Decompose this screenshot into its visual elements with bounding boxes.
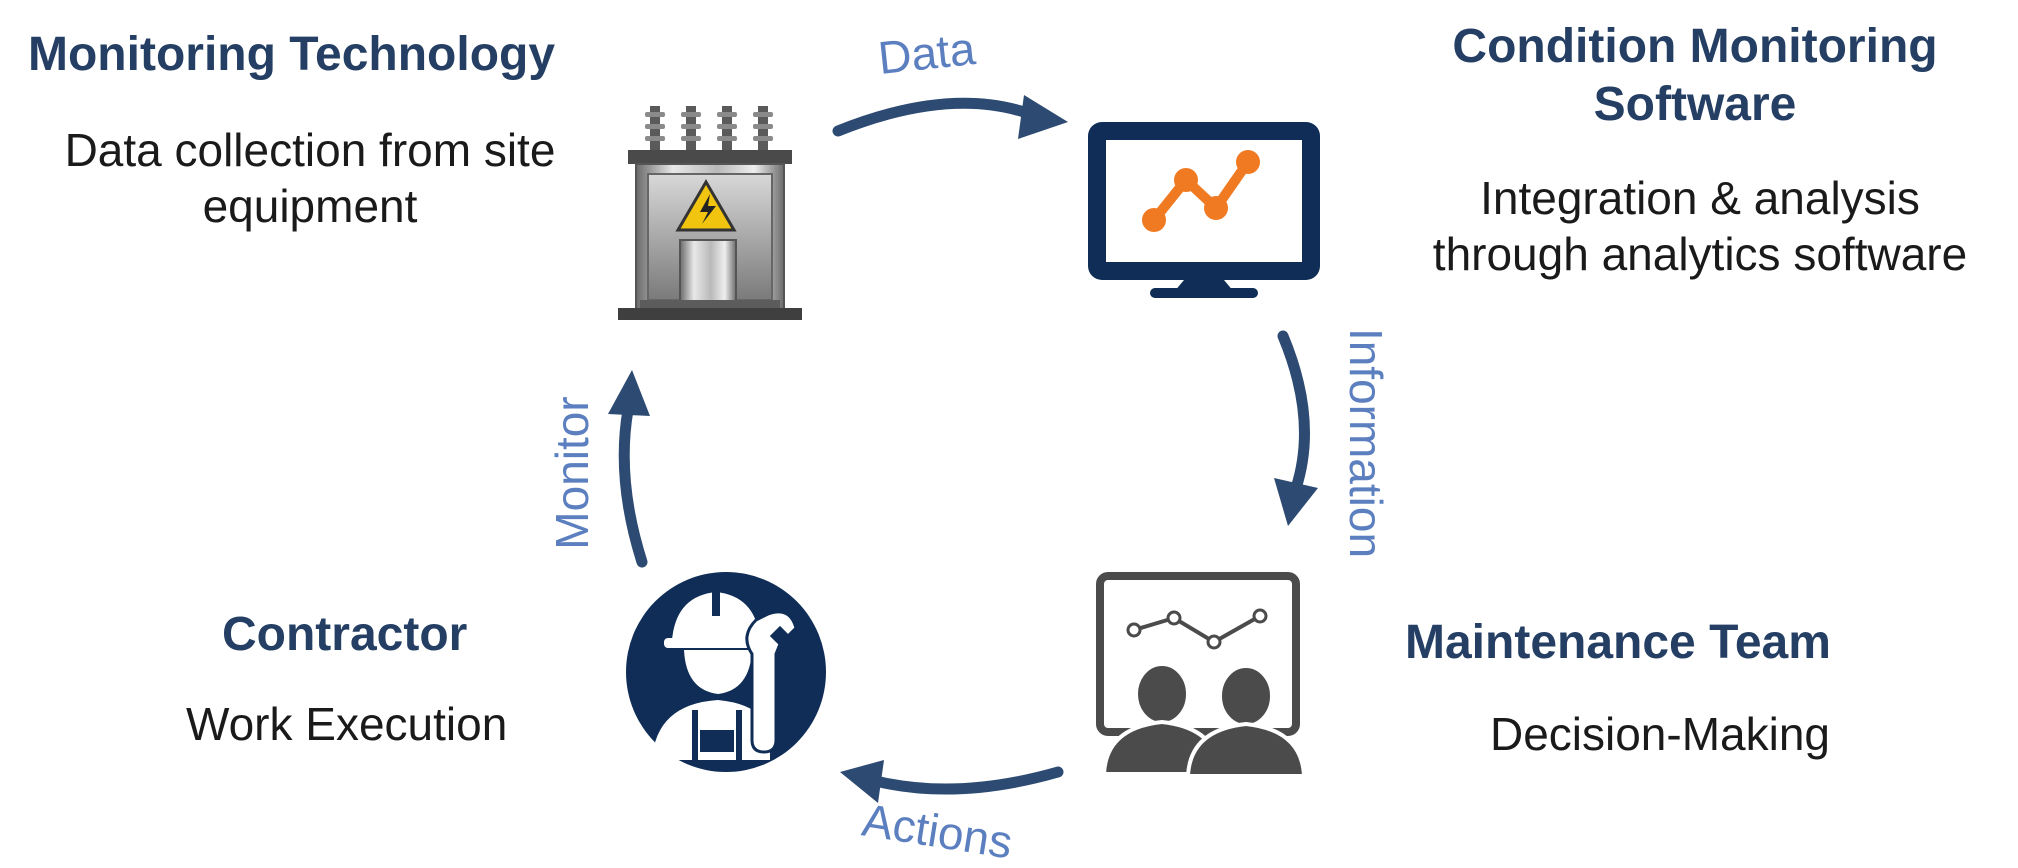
condition-monitoring-software-title: Condition Monitoring Software: [1390, 18, 2000, 134]
arrow-data: [832, 95, 1068, 139]
arrow-information: [1274, 330, 1318, 526]
contractor-title: Contractor: [222, 608, 468, 661]
maintenance-team-title: Maintenance Team: [1405, 616, 1831, 669]
team-whiteboard-icon: [1096, 572, 1307, 778]
transformer-icon: [618, 106, 802, 320]
arrow-actions: [840, 760, 1064, 803]
arrow-monitor: [608, 370, 650, 568]
condition-monitoring-software-description: Integration & analysis through analytics…: [1390, 170, 2010, 282]
monitor-chart-icon: [1088, 122, 1320, 298]
condition-monitoring-software-title-line2: Software: [1593, 78, 1797, 131]
condition-monitoring-software-description-line1: Integration & analysis: [1480, 172, 1920, 224]
worker-wrench-icon: [626, 572, 826, 772]
monitoring-technology-title: Monitoring Technology: [28, 28, 556, 81]
monitoring-technology-description: Data collection from site equipment: [64, 124, 556, 232]
condition-monitoring-software-title-line1: Condition Monitoring: [1452, 20, 1938, 73]
maintenance-team-description: Decision-Making: [1489, 708, 1830, 760]
condition-monitoring-software-description-line2: through analytics software: [1432, 228, 1968, 280]
contractor-description: Work Execution: [186, 698, 508, 750]
